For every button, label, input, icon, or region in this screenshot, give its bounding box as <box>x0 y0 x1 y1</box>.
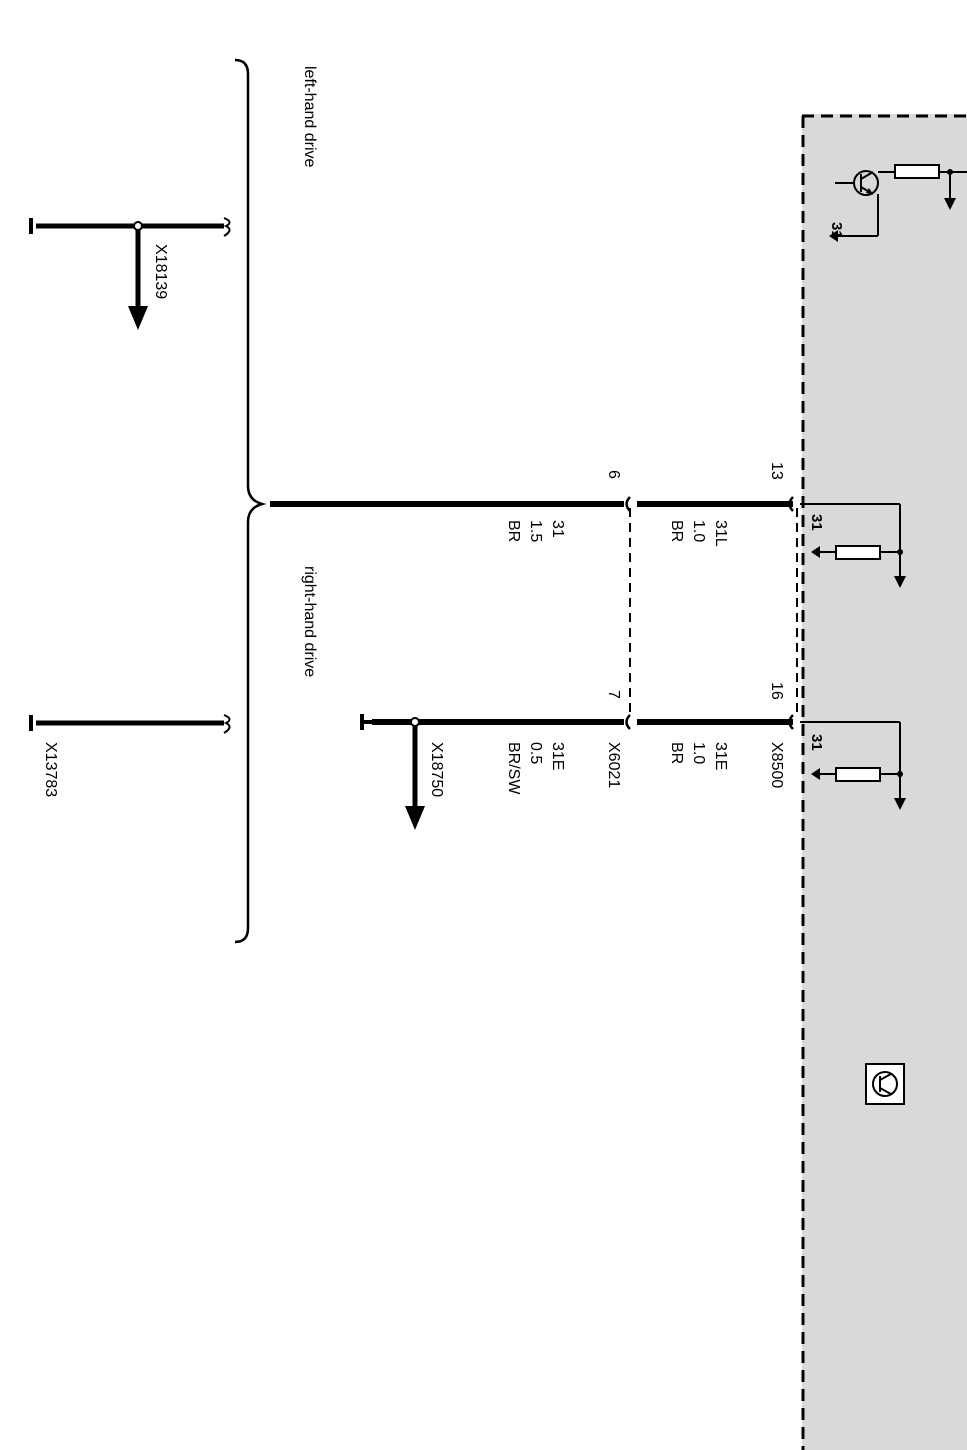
resistor-icon <box>835 767 881 782</box>
wire-31l-signal: 31L <box>712 520 729 547</box>
ground-arrow-icon <box>811 768 820 780</box>
wire-31e-upper-signal: 31E <box>712 742 729 770</box>
wire-31e-upper: 31E 1.0 BR <box>637 719 793 770</box>
ground-arrow-icon <box>829 230 838 242</box>
wire-31l-color: BR <box>668 520 685 542</box>
wire-31-color: BR <box>505 520 522 542</box>
wire-31e-upper-color: BR <box>668 742 685 764</box>
wire-31e-upper-size: 1.0 <box>690 742 707 764</box>
wire-31: 31 1.5 BR <box>270 501 624 542</box>
connector-label-x8500: X8500 <box>768 742 785 788</box>
ground-label-pin16: 31 <box>808 734 825 751</box>
resistor-icon <box>835 545 881 560</box>
branch-arrow-icon <box>405 806 425 830</box>
connector-label-x18750: X18750 <box>428 742 445 797</box>
ground-arrow-icon <box>894 798 906 810</box>
wire-31e-lower-size: 0.5 <box>527 742 544 764</box>
connector-x6021: 6 7 X6021 <box>605 470 631 788</box>
connector-label-x13783: X13783 <box>42 742 59 797</box>
pin-label-6: 6 <box>605 470 622 479</box>
resistor-icon <box>894 164 940 179</box>
wire-31e-lower-color: BR/SW <box>505 742 522 795</box>
ground-arrow-icon <box>894 576 906 588</box>
pin-label-13: 13 <box>768 462 785 480</box>
pin-label-16: 16 <box>768 682 785 700</box>
module-symbol-icon <box>865 1063 905 1105</box>
label-left-hand-drive: left-hand drive <box>301 66 318 167</box>
connector-label-x18139: X18139 <box>152 244 169 299</box>
pin13-circuit: 31 <box>800 503 906 588</box>
wire-31l-size: 1.0 <box>690 520 707 542</box>
control-module <box>801 114 967 1450</box>
ground-arrow-icon <box>811 546 820 558</box>
wire-x18139: X18139 <box>29 217 231 330</box>
module-background <box>802 114 967 1450</box>
wire-31e-lower: 31E 0.5 BR/SW X18750 <box>360 714 624 830</box>
ground-label-pin13: 31 <box>808 514 825 531</box>
transistor-circuit: 31 <box>828 164 967 242</box>
drive-variant-brace: left-hand drive right-hand drive <box>234 58 318 944</box>
ground-arrow-icon <box>944 198 956 210</box>
connector-shield-outline <box>629 508 798 718</box>
connector-x8500: 13 16 X8500 <box>768 462 794 788</box>
ground-label-transistor: 31 <box>828 222 845 239</box>
label-right-hand-drive: right-hand drive <box>301 566 318 677</box>
pin16-circuit: 31 <box>800 721 906 810</box>
branch-arrow-icon <box>128 306 148 330</box>
connector-label-x6021: X6021 <box>605 742 622 788</box>
wire-31-signal: 31 <box>549 520 566 538</box>
wire-31e-lower-signal: 31E <box>549 742 566 770</box>
pin-label-7: 7 <box>605 690 622 699</box>
wire-31l: 31L 1.0 BR <box>637 501 793 547</box>
wire-x13783: X13783 <box>29 714 231 797</box>
wire-31-size: 1.5 <box>527 520 544 542</box>
